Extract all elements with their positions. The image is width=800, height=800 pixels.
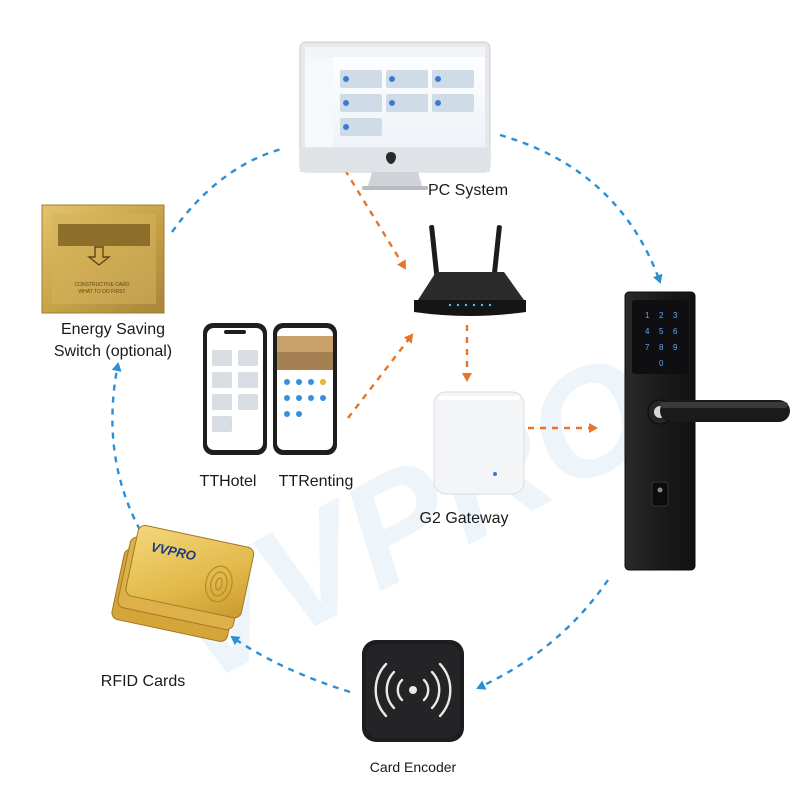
arrow-encoder-to-cards [230, 635, 351, 694]
rfid-card-stack-icon: VVPRO [111, 524, 255, 642]
svg-text:7: 7 [645, 343, 650, 352]
gateway-box-icon [433, 391, 525, 495]
svg-text:3: 3 [673, 311, 678, 320]
arrow-energy-to-pc [171, 146, 286, 233]
energy-switch-label-line1: Energy Saving [61, 321, 165, 338]
arrow-apps-to-router [347, 333, 414, 419]
svg-text:8: 8 [659, 343, 664, 352]
pc-system-label: PC System [428, 182, 508, 199]
svg-text:9: 9 [673, 343, 678, 352]
card-encoder-icon [362, 640, 464, 742]
panel-text-line2: WHAT TO DO FIRST [78, 289, 125, 295]
smartphone-app-icon [203, 323, 337, 455]
gateway-label: G2 Gateway [420, 510, 509, 527]
arrow-cards-to-energy [111, 362, 142, 531]
data-arrows [343, 169, 598, 433]
arrow-lock-to-encoder [476, 579, 609, 690]
svg-text:2: 2 [659, 311, 664, 320]
svg-text:1: 1 [645, 311, 650, 320]
svg-text:4: 4 [645, 327, 650, 336]
svg-text:5: 5 [659, 327, 664, 336]
rfid-cards-label: RFID Cards [101, 673, 185, 690]
ttrenting-label: TTRenting [279, 473, 354, 490]
card-encoder-label: Card Encoder [370, 759, 457, 775]
svg-text:0: 0 [659, 359, 664, 368]
arrow-pc-to-lock [499, 133, 663, 284]
energy-saving-switch-icon: CONSTRUCTIVE CARD WHAT TO DO FIRST [41, 204, 165, 314]
tthotel-label: TTHotel [200, 473, 257, 490]
smart-door-lock-icon: 1 2 3 4 5 6 7 8 9 0 [624, 291, 790, 571]
wifi-router-icon [414, 225, 526, 316]
cycle-arrows [111, 133, 663, 694]
panel-text-line1: CONSTRUCTIVE CARD [74, 282, 129, 288]
imac-computer-icon [299, 41, 491, 190]
svg-text:6: 6 [673, 327, 678, 336]
energy-switch-label-line2: Switch (optional) [54, 343, 172, 360]
